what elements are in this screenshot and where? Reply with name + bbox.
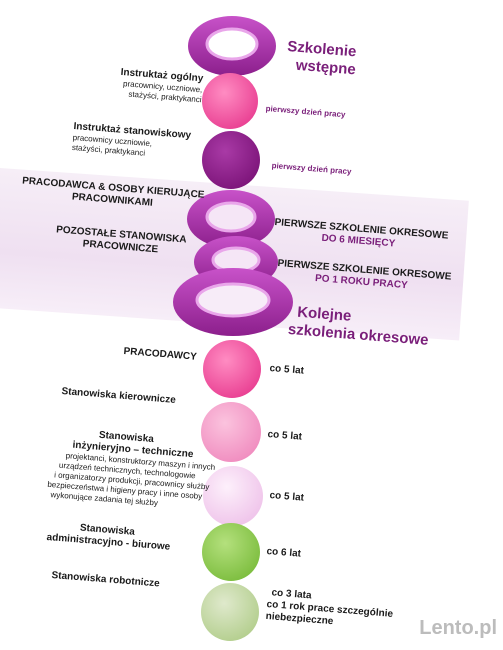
label-engineering: Stanowiska inżynieryjno – techniczne pro… (46, 426, 217, 513)
circle-workers (201, 583, 259, 641)
watermark: Lento.pl (419, 617, 497, 639)
circle-first-day-2 (202, 131, 260, 189)
circle-admin (202, 523, 260, 581)
title-initial: Szkolenie wstępne (285, 38, 358, 79)
ring-initial-icon (188, 16, 276, 76)
circle-first-day-1 (202, 73, 258, 129)
label-every-6-years: co 6 lat (266, 546, 302, 560)
circle-employers (203, 340, 261, 398)
circle-engineering (203, 466, 263, 526)
label-every-5-years-a: co 5 lat (269, 363, 305, 377)
label-every-5-years-b: co 5 lat (267, 429, 303, 443)
label-every-5-years-c: co 5 lat (269, 490, 305, 504)
circle-managers (201, 402, 261, 462)
ring-periodic-1-icon (187, 190, 275, 248)
ring-next-periodic-icon (173, 268, 293, 336)
